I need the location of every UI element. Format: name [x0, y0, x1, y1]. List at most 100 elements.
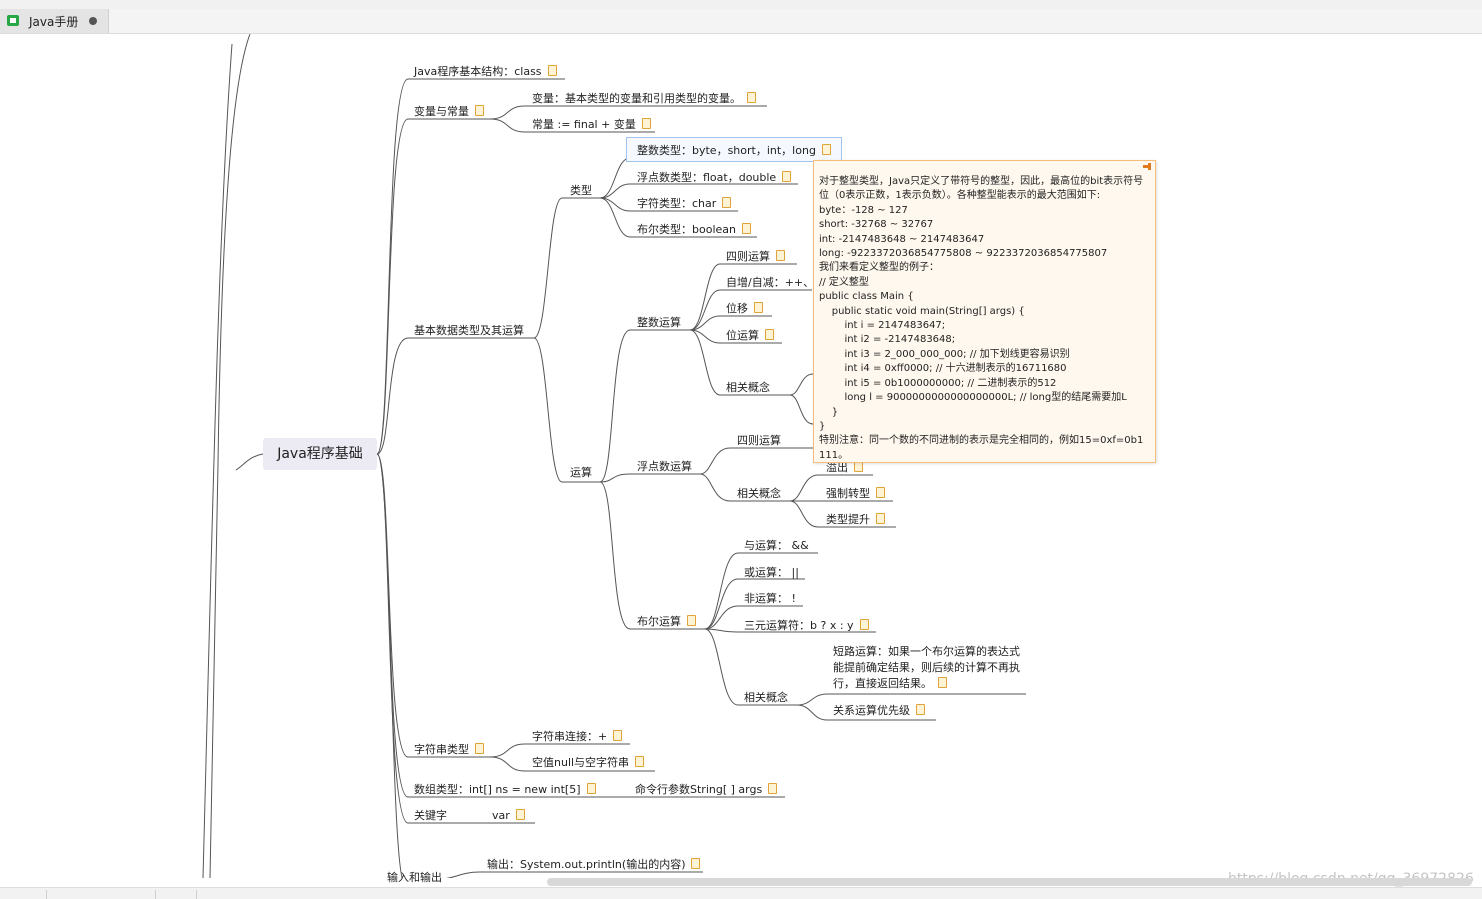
topic-and[interactable]: 与运算： && [744, 539, 809, 553]
xmind-file-icon [7, 15, 19, 26]
root-topic[interactable]: Java程序基础 [263, 438, 377, 470]
topic-label: 或运算： || [744, 566, 799, 579]
topic-label: 溢出 [826, 461, 848, 474]
topic-operator-precedence[interactable]: 关系运算优先级 [833, 704, 925, 718]
topic-label: 短路运算：如果一个布尔运算的表达式能提前确定结果，则后续的计算不再执行，直接返回… [833, 645, 1020, 690]
topic-label: 输出：System.out.println(输出的内容) [487, 858, 686, 871]
topic-int-arithmetic[interactable]: 四则运算 [726, 250, 785, 264]
topic-int-concepts[interactable]: 相关概念 [726, 381, 770, 395]
topic-float-operations[interactable]: 浮点数运算 [637, 460, 692, 474]
topic-float-arithmetic[interactable]: 四则运算 [737, 434, 781, 448]
status-divider [155, 890, 156, 899]
note-icon[interactable] [613, 730, 623, 741]
topic-increment-decrement[interactable]: 自增/自减：++、 [726, 276, 814, 290]
topic-label: 四则运算 [737, 434, 781, 447]
topic-label: 输入和输出 [387, 871, 442, 884]
pin-icon[interactable] [1143, 163, 1152, 170]
note-icon[interactable] [475, 105, 484, 116]
horizontal-scrollbar[interactable] [547, 878, 1472, 886]
topic-operations[interactable]: 运算 [570, 466, 592, 480]
unsaved-dot-icon[interactable] [89, 17, 97, 25]
tab-java-manual[interactable]: Java手册 [0, 9, 109, 33]
note-icon[interactable] [754, 302, 763, 313]
note-icon[interactable] [586, 783, 596, 794]
note-icon[interactable] [916, 704, 925, 715]
topic-label: var [492, 809, 510, 822]
topic-java-structure[interactable]: Java程序基本结构：class [414, 65, 557, 79]
topic-char-type[interactable]: 字符类型：char [637, 197, 732, 211]
topic-float-concepts[interactable]: 相关概念 [737, 487, 781, 501]
topic-label: 常量 := final + 变量 [532, 118, 636, 131]
note-icon[interactable] [768, 783, 778, 794]
topic-var[interactable]: var [492, 809, 525, 823]
topic-float-types[interactable]: 浮点数类型：float，double [637, 171, 792, 185]
topic-label: 关系运算优先级 [833, 704, 910, 717]
topic-label: 基本数据类型及其运算 [414, 324, 524, 337]
note-icon[interactable] [722, 197, 732, 208]
topic-label: 布尔类型：boolean [637, 223, 736, 236]
topic-boolean-operations[interactable]: 布尔运算 [637, 615, 696, 629]
topic-label: 浮点数运算 [637, 460, 692, 473]
topic-label: 整数类型：byte，short，int，long [637, 144, 816, 157]
topic-integer-types[interactable]: 整数类型：byte，short，int，long [637, 144, 831, 158]
topic-label: 关键字 [414, 809, 447, 822]
topic-command-args[interactable]: 命令行参数String[ ] args [635, 783, 778, 797]
topic-integer-operations[interactable]: 整数运算 [637, 316, 681, 330]
topic-label: 浮点数类型：float，double [637, 171, 777, 184]
note-icon[interactable] [635, 756, 645, 767]
topic-variables[interactable]: 变量：基本类型的变量和引用类型的变量。 [532, 92, 756, 106]
note-icon[interactable] [741, 223, 751, 234]
note-icon[interactable] [859, 619, 869, 630]
topic-ternary[interactable]: 三元运算符：b ? x : y [744, 619, 869, 633]
selected-topic-highlight [626, 137, 842, 162]
topic-constants[interactable]: 常量 := final + 变量 [532, 118, 651, 132]
topic-cast[interactable]: 强制转型 [826, 487, 885, 501]
note-icon[interactable] [641, 118, 651, 129]
note-icon[interactable] [687, 615, 696, 626]
topic-null-empty-string[interactable]: 空值null与空字符串 [532, 756, 645, 770]
topic-basic-data-types[interactable]: 基本数据类型及其运算 [414, 324, 524, 338]
topic-label: 四则运算 [726, 250, 770, 263]
topic-label: 相关概念 [737, 487, 781, 500]
topic-short-circuit[interactable]: 短路运算：如果一个布尔运算的表达式能提前确定结果，则后续的计算不再执行，直接返回… [833, 644, 1021, 692]
topic-keywords[interactable]: 关键字 [414, 809, 447, 823]
topic-label: 命令行参数String[ ] args [635, 783, 763, 796]
topic-input-output[interactable]: 输入和输出 [387, 871, 442, 885]
note-icon[interactable] [821, 144, 831, 155]
note-icon[interactable] [515, 809, 525, 820]
topic-types[interactable]: 类型 [570, 184, 592, 198]
topic-variables-constants[interactable]: 变量与常量 [414, 105, 484, 119]
note-icon[interactable] [747, 92, 756, 103]
topic-label: 类型提升 [826, 513, 870, 526]
note-icon[interactable] [776, 250, 785, 261]
topic-array-type[interactable]: 数组类型：int[] ns = new int[5] [414, 783, 596, 797]
status-divider [196, 890, 197, 899]
note-icon[interactable] [547, 65, 557, 76]
window-titlebar [0, 0, 1482, 9]
topic-label: 运算 [570, 466, 592, 479]
note-icon[interactable] [691, 858, 701, 869]
note-icon[interactable] [475, 743, 484, 754]
note-icon[interactable] [876, 513, 885, 524]
topic-boolean-type[interactable]: 布尔类型：boolean [637, 223, 751, 237]
topic-bitwise[interactable]: 位运算 [726, 329, 774, 343]
topic-label: 字符串类型 [414, 743, 469, 756]
topic-label: 字符串连接：+ [532, 730, 608, 743]
topic-label: 位移 [726, 302, 748, 315]
note-icon[interactable] [876, 487, 885, 498]
topic-label: 类型 [570, 184, 592, 197]
topic-string-concat[interactable]: 字符串连接：+ [532, 730, 623, 744]
topic-or[interactable]: 或运算： || [744, 566, 799, 580]
note-popup[interactable]: 对于整型类型，Java只定义了带符号的整型，因此，最高位的bit表示符号位（0表… [813, 160, 1156, 463]
topic-overflow[interactable]: 溢出 [826, 461, 863, 475]
note-icon[interactable] [938, 677, 947, 688]
topic-not[interactable]: 非运算： ! [744, 592, 796, 606]
topic-string-type[interactable]: 字符串类型 [414, 743, 484, 757]
topic-output[interactable]: 输出：System.out.println(输出的内容) [487, 858, 701, 872]
note-icon[interactable] [765, 329, 774, 340]
note-icon[interactable] [782, 171, 792, 182]
topic-type-promotion[interactable]: 类型提升 [826, 513, 885, 527]
mindmap-canvas[interactable]: Java程序基础 Java程序基本结构：class 变量与常量 变量：基本类型的… [0, 34, 1482, 884]
topic-bool-concepts[interactable]: 相关概念 [744, 691, 788, 705]
topic-shift[interactable]: 位移 [726, 302, 763, 316]
